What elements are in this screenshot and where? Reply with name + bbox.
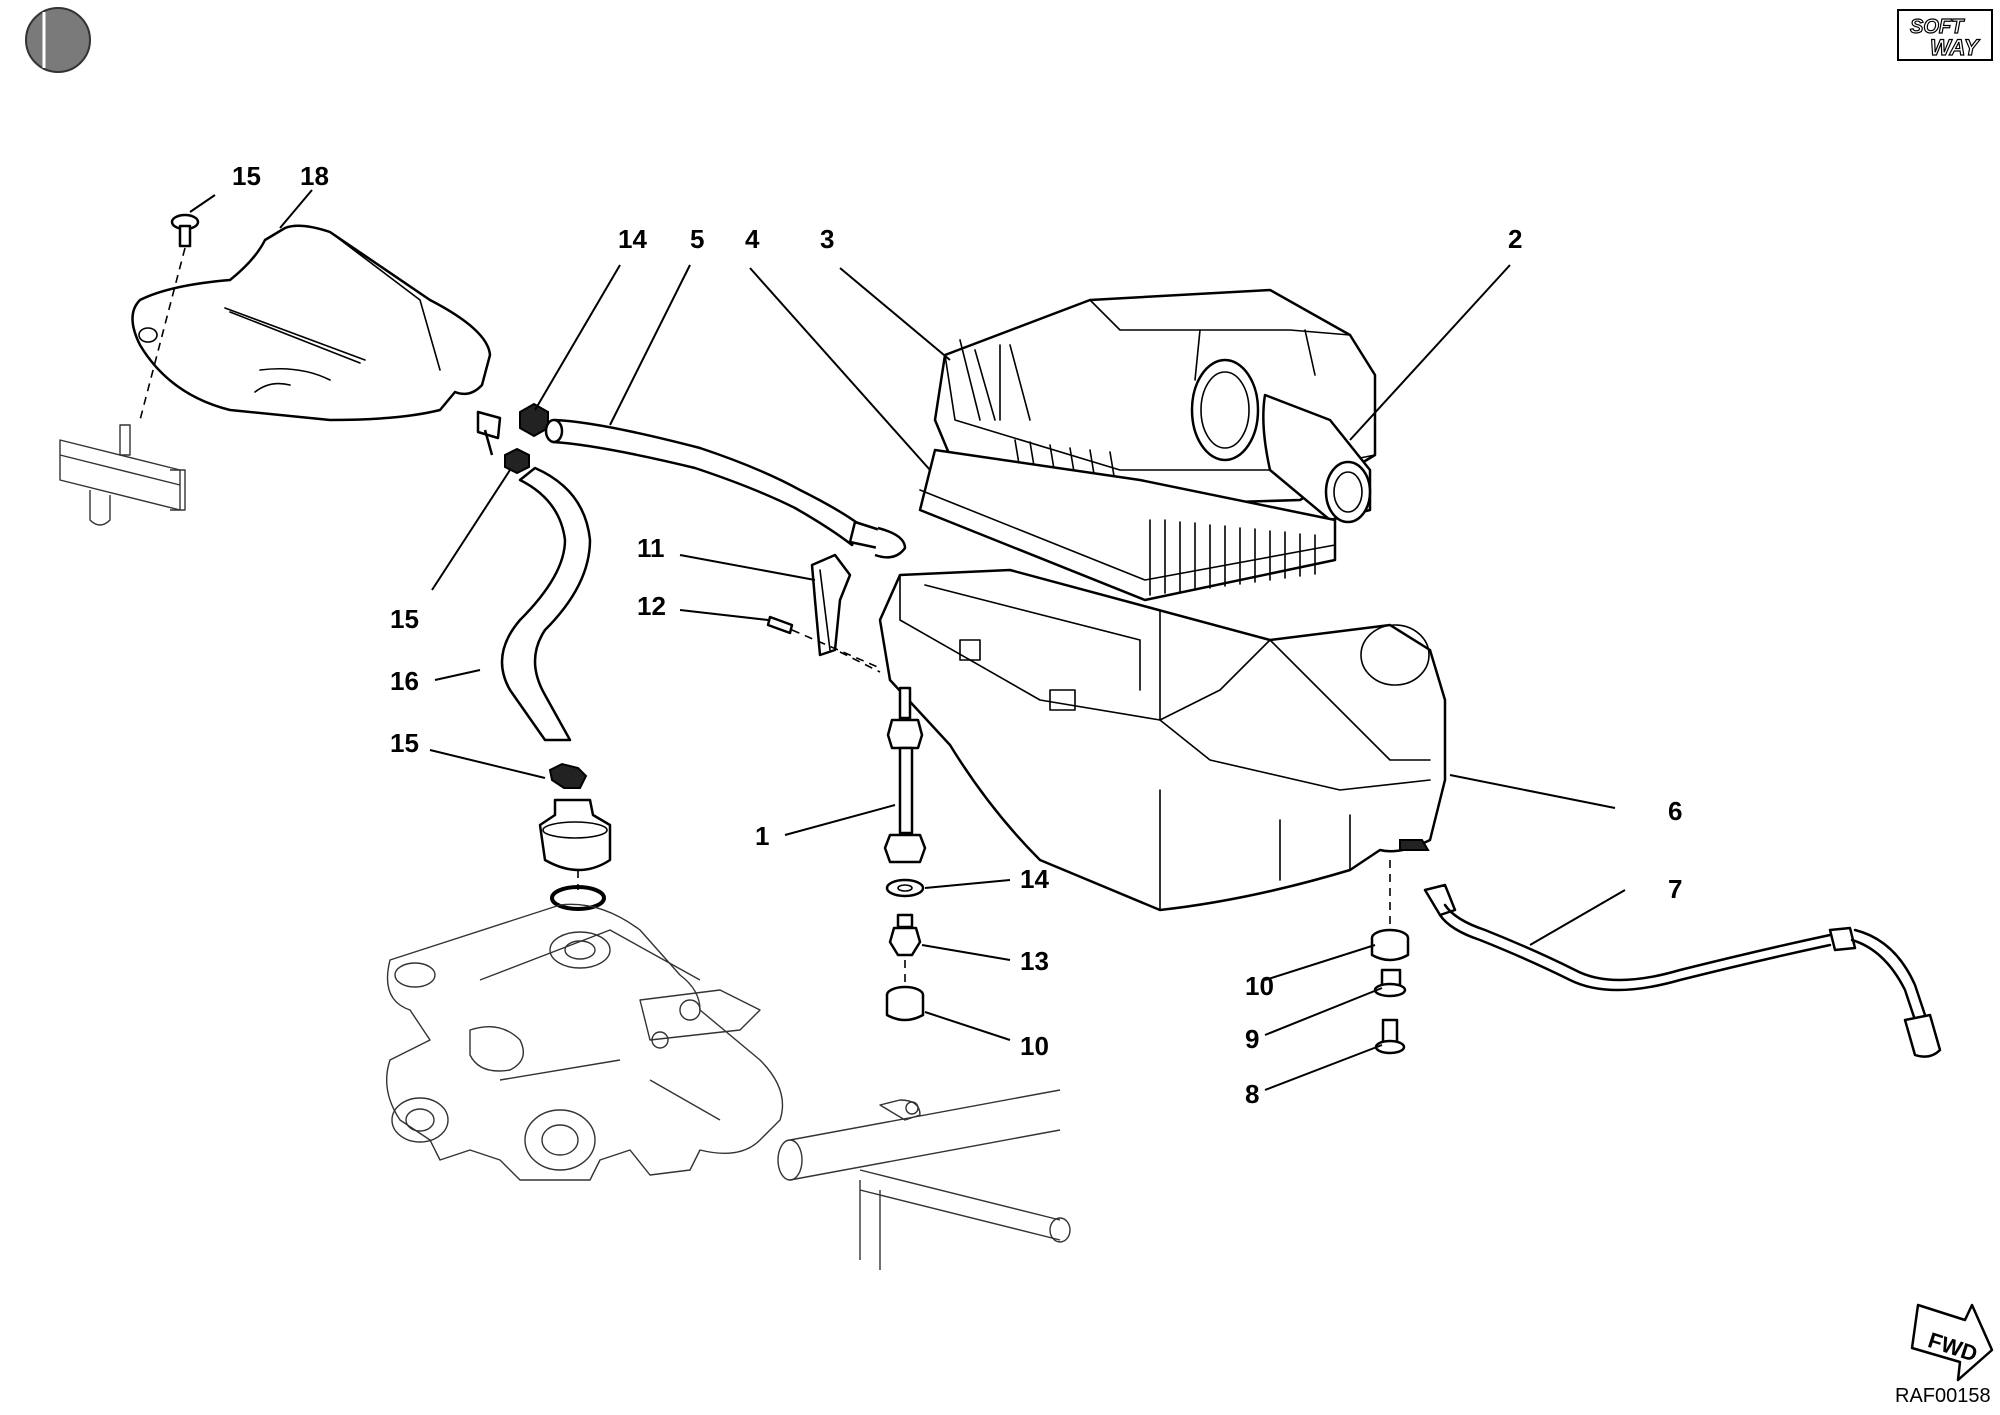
- part-18-cover: [131, 224, 492, 422]
- callout-8: 8: [1245, 1079, 1259, 1109]
- callout-15-mid: 15: [390, 604, 419, 634]
- part-7-drain-hose: [1423, 883, 1942, 1058]
- part-8-screw: [1374, 1018, 1406, 1055]
- callout-7: 7: [1668, 874, 1682, 904]
- part-6-airbox-base: [878, 568, 1447, 912]
- fwd-arrow-icon: FWD: [1910, 1303, 1994, 1382]
- breather-valve: [538, 798, 612, 911]
- callout-9: 9: [1245, 1024, 1259, 1054]
- part-10-grommet-left: [885, 960, 925, 1022]
- part-4-air-filter: [918, 448, 1337, 602]
- part-14-washer: [885, 878, 925, 898]
- callout-16: 16: [390, 666, 419, 696]
- part-3-airbox-cover: [933, 288, 1377, 524]
- callout-10-left: 10: [1020, 1031, 1049, 1061]
- part-12-pin: [766, 615, 881, 669]
- callout-6: 6: [1668, 796, 1682, 826]
- leader-lines: [189, 189, 1626, 1091]
- part-13-spacer: [888, 913, 922, 957]
- callout-2: 2: [1508, 224, 1522, 254]
- callout-12: 12: [637, 591, 666, 621]
- callout-14: 14: [1020, 864, 1049, 894]
- binder-hole-icon: [25, 7, 91, 73]
- callout-10-right: 10: [1245, 971, 1274, 1001]
- callout-4: 4: [745, 224, 760, 254]
- callout-17: 15: [232, 161, 261, 191]
- callout-5: 5: [690, 224, 704, 254]
- callout-labels: 15 18 14 5 4 3 2 15 16 15 11 12 1 14 13 …: [232, 161, 1682, 1109]
- part-11-clip: [810, 553, 881, 673]
- breather-fitting: [476, 402, 549, 475]
- frame-bracket-ghost: [59, 424, 186, 526]
- callout-15-top: 14: [618, 224, 647, 254]
- callout-3: 3: [820, 224, 834, 254]
- callout-18: 18: [300, 161, 329, 191]
- callout-13: 13: [1020, 946, 1049, 976]
- part-17-screw: [139, 213, 200, 421]
- part-16-hose: [500, 466, 592, 789]
- callout-1: 1: [755, 821, 769, 851]
- logo-text-soft: SOFT: [1910, 16, 1965, 38]
- part-1-stud: [883, 686, 927, 864]
- part-10-grommet-right: [1370, 860, 1410, 962]
- part-9-bushing: [1373, 968, 1407, 998]
- part-5-hose: [544, 418, 907, 559]
- logo-text-way: WAY: [1930, 35, 1981, 60]
- crankcase-ghost: [385, 903, 784, 1181]
- callout-15-low: 15: [390, 728, 419, 758]
- drawing-code: RAF00158: [1895, 1385, 1991, 1407]
- callout-11: 11: [637, 533, 665, 563]
- frame-tube-ghost: [777, 1089, 1071, 1270]
- softway-logo: SOFT WAY: [1897, 9, 1993, 61]
